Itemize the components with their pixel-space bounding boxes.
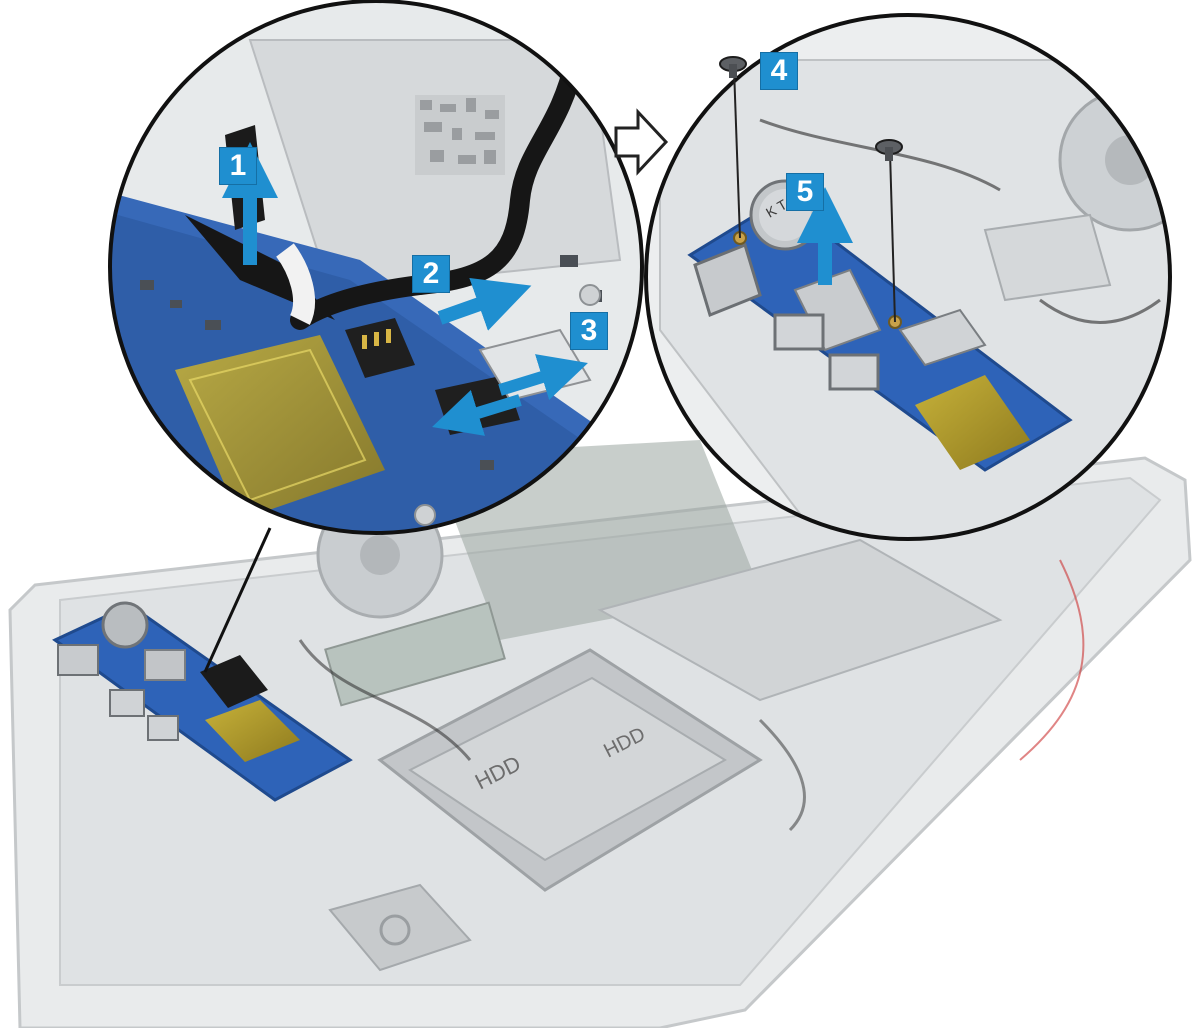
step-badge-5: 5	[786, 173, 824, 211]
step-badge-4: 4	[760, 52, 798, 90]
step-badge-3: 3	[570, 312, 608, 350]
screw-1	[719, 56, 747, 239]
callout-detail-cables	[108, 0, 644, 535]
screw-2	[875, 139, 903, 323]
step-badge-1: 1	[219, 147, 257, 185]
laptop-base	[8, 440, 1192, 1030]
callout-leader-line	[203, 527, 272, 673]
io-board	[52, 601, 353, 802]
next-step-arrow-icon	[614, 108, 669, 176]
step-badge-2: 2	[412, 255, 450, 293]
